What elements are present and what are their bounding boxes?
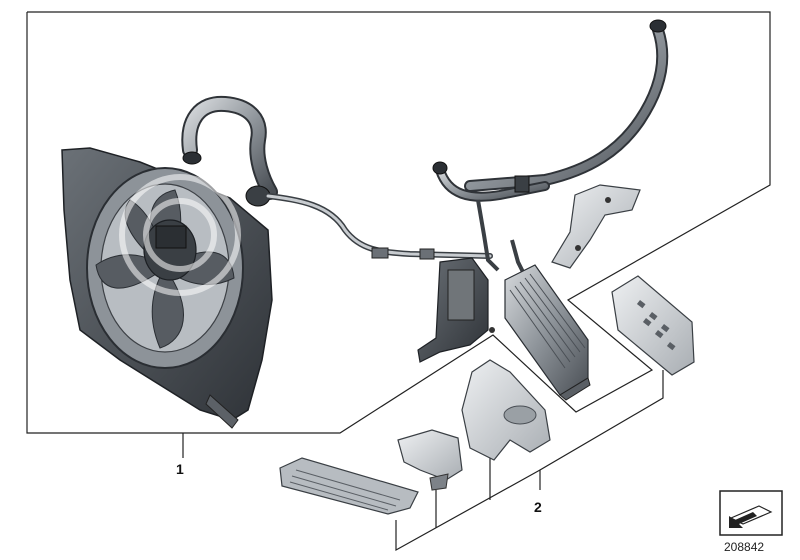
connector-pipes [476,199,528,279]
lower-grille-panel [279,457,419,515]
center-air-duct [461,359,551,461]
right-air-duct [611,275,695,376]
upper-coolant-hose [181,95,278,207]
left-air-guide [397,429,463,491]
assembly-2-bracket [395,370,664,552]
return-line-hose [432,19,669,202]
assembly-label-1: 1 [176,461,184,477]
assembly-label-2: 2 [534,499,542,515]
transmission-oil-cooler [504,264,591,401]
diagram-reference-number: 208842 [724,540,765,554]
arrow-folder-logo-icon [719,490,783,536]
photobucket-watermark-icon [119,174,241,296]
transmission-oil-line [265,193,493,260]
radiator-fan-shroud [61,147,273,429]
cooler-mounting-bracket [417,257,495,363]
upper-mounting-bracket [551,184,641,269]
